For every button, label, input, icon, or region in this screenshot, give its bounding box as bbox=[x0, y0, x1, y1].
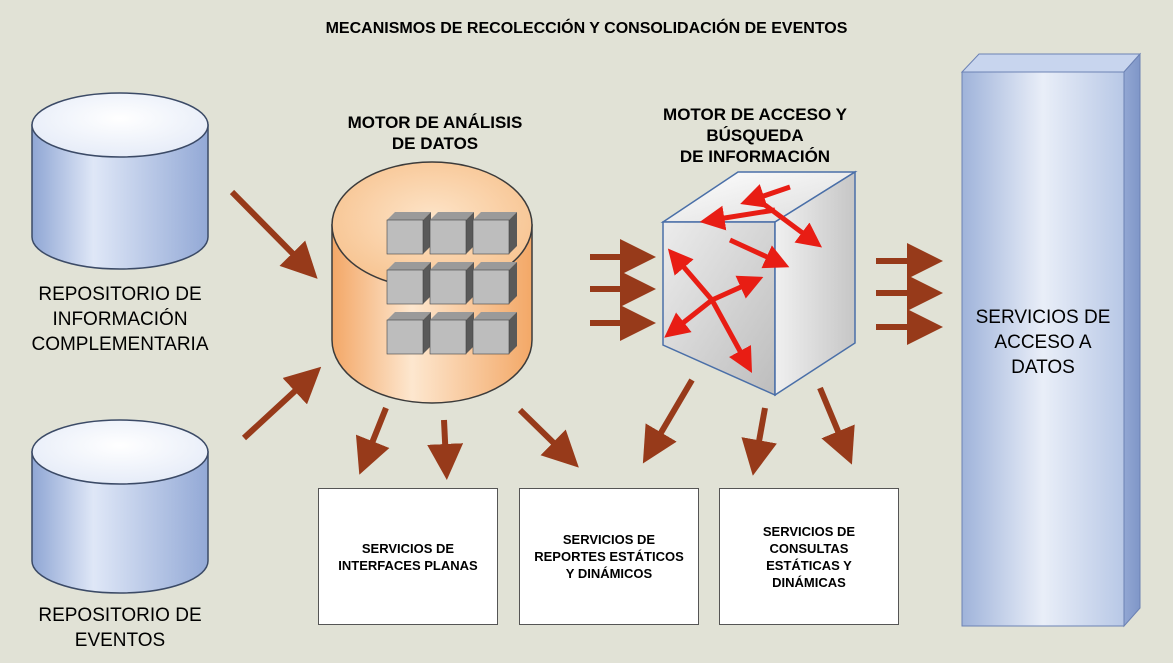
data-cubes-grid bbox=[386, 212, 517, 355]
arrow-analysis-to-interfaces bbox=[355, 406, 390, 475]
red-arrow bbox=[763, 202, 823, 248]
service-label-queries: SERVICIOS DE CONSULTAS ESTÁTICAS Y DINÁM… bbox=[762, 523, 856, 590]
diagram-title: MECANISMOS DE RECOLECCIÓN Y CONSOLIDACIÓ… bbox=[325, 20, 848, 37]
service-box-interfaces: SERVICIOS DE INTERFACES PLANAS bbox=[318, 488, 498, 625]
repository-events-cylinder bbox=[31, 419, 209, 594]
service-label-interfaces: SERVICIOS DE INTERFACES PLANAS bbox=[338, 540, 478, 573]
data-cube bbox=[472, 262, 517, 305]
arrow-search-to-queries bbox=[817, 386, 855, 465]
red-arrow bbox=[740, 184, 791, 208]
arrow-search-to-queries bbox=[741, 407, 777, 476]
repository-events-label: REPOSITORIO DE EVENTOS bbox=[38, 605, 202, 651]
data-cube bbox=[386, 312, 431, 355]
arrow-events-to-analysis bbox=[241, 366, 322, 441]
repository-complementary-cylinder bbox=[31, 92, 209, 270]
red-arrow bbox=[664, 298, 714, 338]
data-access-label: SERVICIOS DE ACCESO A DATOS bbox=[975, 307, 1111, 378]
red-arrow bbox=[728, 237, 790, 269]
arrow-analysis-to-reports bbox=[517, 407, 579, 468]
red-arrow bbox=[699, 205, 776, 231]
data-cube bbox=[429, 312, 474, 355]
flow-arrows bbox=[229, 189, 943, 480]
data-cube bbox=[386, 212, 431, 255]
service-box-reports: SERVICIOS DE REPORTES ESTÁTICOS Y DINÁMI… bbox=[519, 488, 699, 625]
search-engine-label: MOTOR DE ACCESO Y BÚSQUEDA DE INFORMACIÓ… bbox=[663, 105, 847, 166]
service-label-reports: SERVICIOS DE REPORTES ESTÁTICOS Y DINÁMI… bbox=[534, 532, 684, 581]
data-access-panel bbox=[960, 52, 1142, 628]
repository-complementary-label: REPOSITORIO DE INFORMACIÓN COMPLEMENTARI… bbox=[31, 284, 209, 355]
data-cube bbox=[386, 262, 431, 305]
data-cube bbox=[472, 312, 517, 355]
analysis-engine-label: MOTOR DE ANÁLISIS DE DATOS bbox=[347, 113, 523, 153]
red-arrow bbox=[709, 298, 753, 373]
red-arrow bbox=[667, 248, 714, 302]
search-engine-cube bbox=[660, 170, 858, 397]
arrow-search-to-reports bbox=[642, 378, 695, 464]
red-arrow bbox=[710, 275, 764, 303]
data-cube bbox=[472, 212, 517, 255]
data-cube bbox=[429, 262, 474, 305]
service-box-queries: SERVICIOS DE CONSULTAS ESTÁTICAS Y DINÁM… bbox=[719, 488, 899, 625]
data-cube bbox=[429, 212, 474, 255]
arrow-repo-to-analysis bbox=[229, 189, 318, 279]
cube-red-arrows bbox=[664, 184, 823, 373]
arrow-analysis-to-interfaces bbox=[427, 419, 464, 480]
